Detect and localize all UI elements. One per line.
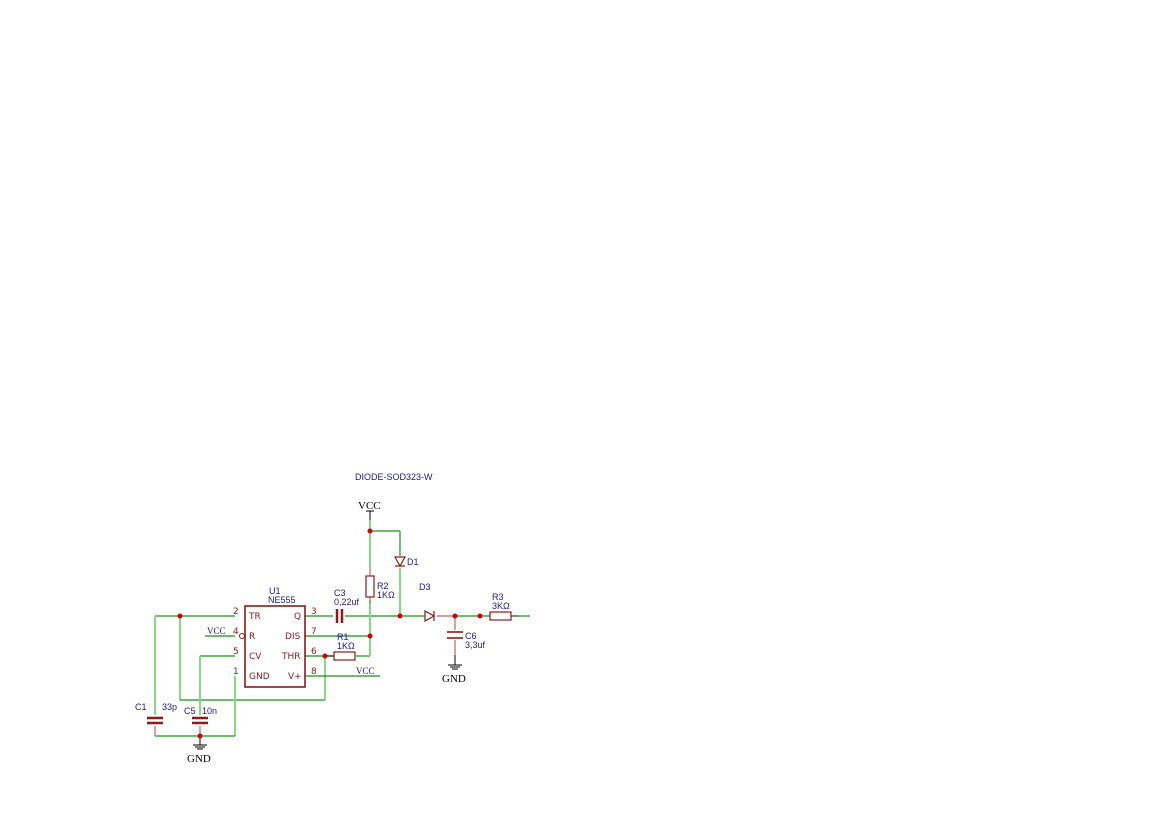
d3-ref: D3 (419, 582, 431, 592)
capacitor-c3[interactable]: C3 0,22uf (334, 588, 360, 623)
pin-num-1: 1 (233, 667, 239, 677)
ic-u1[interactable]: U1 NE555 2 TR 4 R 5 CV 1 GND 3 Q 7 DIS 6… (233, 586, 317, 688)
pin-name-dis: DIS (285, 632, 301, 642)
junction-thr (322, 653, 328, 659)
gnd-right-symbol: GND (442, 664, 466, 685)
r2-ref: R2 (377, 581, 389, 591)
junction-d1 (397, 613, 403, 619)
pin-name-cv: CV (249, 652, 262, 662)
c3-value: 0,22uf (334, 597, 360, 607)
diode-d3[interactable]: D3 (419, 582, 436, 623)
c1-ref: C1 (135, 702, 147, 712)
c5-ref: C5 (184, 706, 196, 716)
pin-name-r: R (249, 632, 255, 642)
pin-name-tr: TR (248, 612, 261, 622)
junction-tr (177, 613, 183, 619)
pin-num-7: 7 (311, 627, 317, 637)
pin-num-2: 2 (233, 607, 239, 617)
pin-num-6: 6 (311, 647, 317, 657)
d3-triangle (424, 609, 436, 623)
capacitor-c6[interactable]: C6 3,3uf (447, 631, 486, 650)
resistor-r1[interactable]: R1 1KΩ (333, 632, 356, 661)
pin-name-thr: THR (281, 652, 301, 662)
wires (153, 510, 530, 745)
r1-value: 1KΩ (337, 641, 355, 651)
gnd-left-label: GND (187, 753, 211, 765)
resistor-r3[interactable]: R3 3KΩ (489, 592, 512, 621)
d1-ref: D1 (407, 557, 419, 567)
vcc-pin8-label: VCC (356, 666, 375, 676)
c5-value: 10n (202, 706, 217, 716)
d1-triangle (393, 556, 407, 568)
pin-name-q: Q (294, 612, 301, 622)
ic-ref: U1 (269, 586, 281, 596)
c6-ref: C6 (465, 631, 477, 641)
r2-body (365, 575, 375, 598)
ic-value: NE555 (268, 595, 296, 605)
junction-r3 (477, 613, 483, 619)
r2-value: 1KΩ (377, 590, 395, 600)
junction-dis (367, 633, 373, 639)
r3-value: 3KΩ (492, 601, 510, 611)
c3-ref: C3 (334, 588, 346, 598)
gnd-left-symbol: GND (187, 744, 211, 765)
vcc-top-label: VCC (358, 500, 381, 512)
c6-value: 3,3uf (465, 640, 486, 650)
resistor-r2[interactable]: R2 1KΩ (365, 575, 395, 600)
pin-name-gnd: GND (249, 672, 270, 682)
junction-gnd (197, 733, 203, 739)
c1-value: 33p (162, 702, 177, 712)
pin-name-vplus: V+ (288, 672, 302, 682)
ic-body (244, 605, 306, 688)
capacitor-c5[interactable]: C5 10n (184, 706, 217, 725)
vcc-pin4-label: VCC (207, 626, 226, 636)
r3-body (489, 611, 512, 621)
r3-ref: R3 (492, 592, 504, 602)
junctions (177, 528, 483, 739)
capacitor-c1[interactable]: C1 33p (135, 702, 177, 725)
r1-body (333, 651, 356, 661)
r1-ref: R1 (337, 632, 349, 642)
pin-num-4: 4 (233, 627, 239, 637)
gnd-right-label: GND (442, 673, 466, 685)
pin-num-8: 8 (311, 667, 317, 677)
reset-inversion-circle (239, 633, 245, 639)
junction-c6 (452, 613, 458, 619)
diode-package-note: DIODE-SOD323-W (355, 472, 433, 482)
pin-num-3: 3 (311, 607, 317, 617)
pin-num-5: 5 (233, 647, 239, 657)
junction-vcc (367, 528, 373, 534)
diode-d1[interactable]: D1 (393, 556, 419, 568)
